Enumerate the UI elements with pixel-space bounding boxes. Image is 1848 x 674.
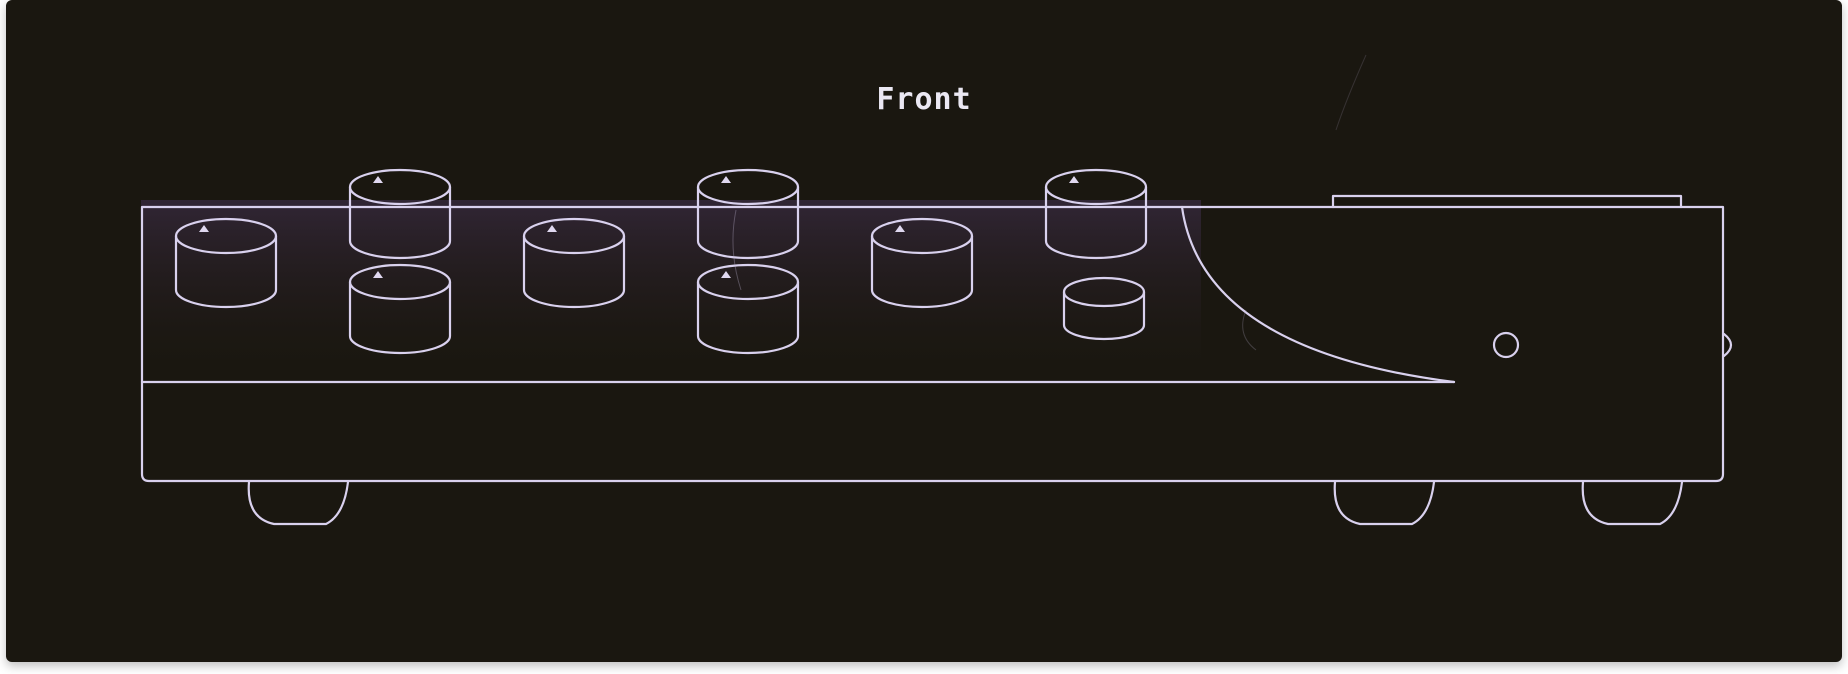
curved-sweep bbox=[1180, 205, 1456, 384]
scratch-mark bbox=[1242, 309, 1257, 351]
scratch-mark bbox=[732, 209, 742, 291]
foot-mid-right bbox=[1333, 480, 1436, 526]
view-title: Front bbox=[876, 82, 972, 117]
scratch-mark bbox=[1335, 54, 1367, 131]
knob-9-small[interactable] bbox=[1062, 276, 1146, 341]
pointer-icon bbox=[721, 176, 731, 183]
knob-6[interactable] bbox=[696, 263, 800, 355]
knob-5[interactable] bbox=[696, 168, 800, 260]
knob-7[interactable] bbox=[870, 217, 974, 309]
side-button bbox=[1722, 332, 1733, 358]
drawing-canvas: Front bbox=[6, 0, 1842, 662]
pointer-icon bbox=[199, 225, 209, 232]
knob-1[interactable] bbox=[174, 217, 278, 309]
pointer-icon bbox=[1069, 176, 1079, 183]
led-ring-icon bbox=[1492, 331, 1520, 359]
foot-right bbox=[1581, 480, 1684, 526]
pointer-icon bbox=[373, 271, 383, 278]
knob-2[interactable] bbox=[348, 168, 452, 260]
knob-4[interactable] bbox=[522, 217, 626, 309]
knob-8[interactable] bbox=[1044, 168, 1148, 260]
foot-left bbox=[247, 480, 350, 526]
device-front-drawing bbox=[140, 54, 1733, 526]
pointer-icon bbox=[895, 225, 905, 232]
pointer-icon bbox=[547, 225, 557, 232]
top-cover-plate bbox=[1331, 194, 1683, 209]
knob-3[interactable] bbox=[348, 263, 452, 355]
chassis-body bbox=[140, 205, 1725, 483]
pointer-icon bbox=[721, 271, 731, 278]
panel-glow bbox=[141, 200, 1201, 380]
pointer-icon bbox=[373, 176, 383, 183]
